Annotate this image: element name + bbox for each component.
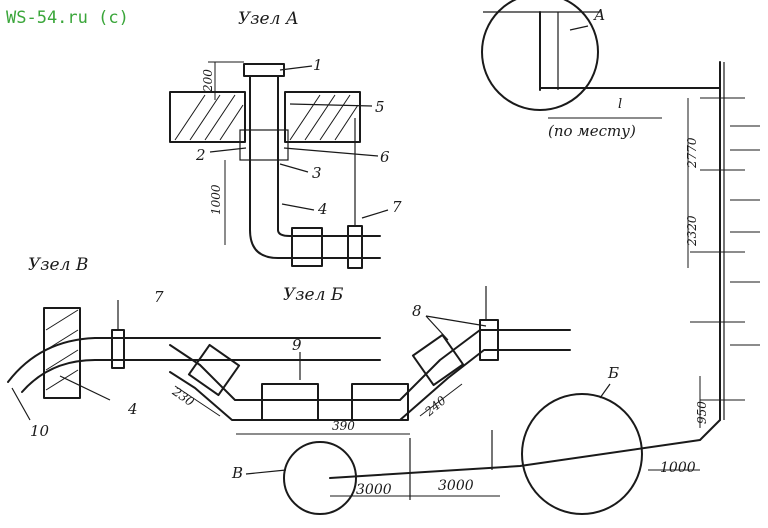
overview-scheme: А l (по месту) 2770 2320 950 Б В [231,0,760,515]
node-v-clamp [111,329,125,369]
callout-3: 3 [312,164,322,182]
wall-right [284,91,361,143]
label-po-mestu: (по месту) [548,122,636,140]
sleeve [239,129,289,161]
riser-flange [243,63,285,77]
circle-v [283,441,357,515]
callout-4: 4 [317,200,328,218]
callout-1: 1 [313,56,323,74]
callout-4b: 4 [127,400,138,418]
dim-1000-a: 1000 [209,184,223,215]
node-v-title: Узел В [28,255,88,275]
fitting-right [411,333,465,387]
fitting-left [187,343,241,397]
callout-10: 10 [30,422,50,440]
fitting-center-right [351,383,409,421]
dim-200: 200 [201,69,215,93]
callout-7: 7 [392,198,402,216]
dim-390: 390 [332,419,355,433]
callout-8: 8 [412,302,422,320]
dim-3000-b: 3000 [438,478,474,494]
circle-a [481,0,599,111]
coupling-4 [291,227,323,267]
callout-circle-v: В [231,464,243,482]
dim-3000-a: 3000 [356,482,392,498]
label-l: l [618,97,622,112]
callout-6: 6 [380,148,390,166]
wall-hatch [174,94,359,141]
callout-5: 5 [375,98,385,116]
node-b-detail: Узел Б 9 8 230 390 240 [169,285,571,435]
dim-950: 950 [695,401,709,424]
callout-circle-a: А [593,6,605,24]
dim-2770: 2770 [685,137,699,169]
dim-2320: 2320 [685,215,699,247]
callout-9: 9 [292,336,302,354]
fitting-center-left [261,383,319,421]
callout-circle-b: Б [607,364,619,382]
callout-7b: 7 [154,288,164,306]
clamp-7 [347,225,363,269]
node-v-wall [43,307,81,399]
watermark: WS-54.ru (c) [6,8,129,28]
circle-b [521,393,643,515]
node-b-title: Узел Б [283,285,344,305]
node-a-title: Узел А [238,9,299,29]
clamp-8 [479,319,499,361]
node-a-detail: Узел А 200 1000 [169,9,402,269]
node-v-detail: Узел В 10 4 7 [7,255,381,440]
callout-2: 2 [195,146,206,164]
dim-1000-b: 1000 [660,460,696,476]
wall-left [169,91,246,143]
